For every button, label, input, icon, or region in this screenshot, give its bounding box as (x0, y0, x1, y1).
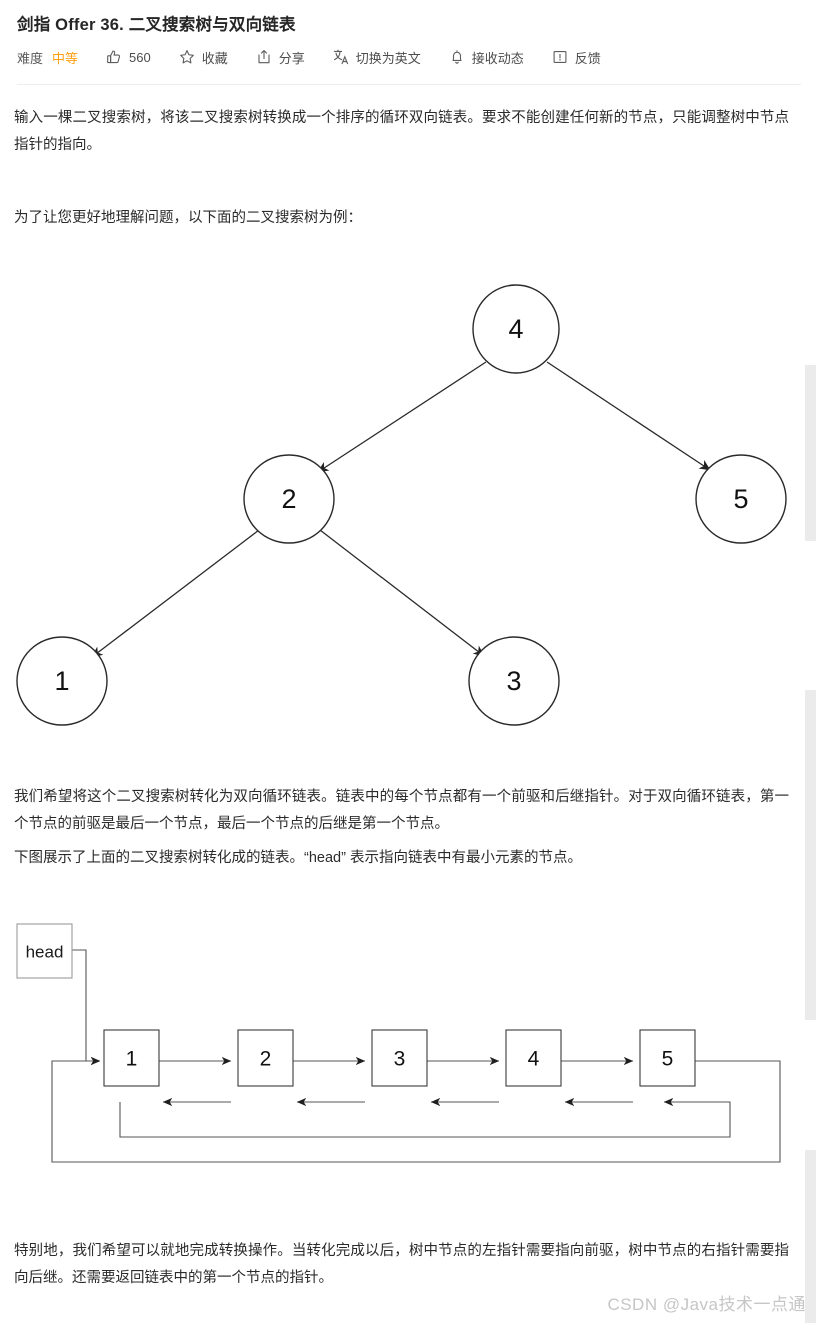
list-node-3: 3 (371, 1029, 428, 1087)
subscribe-label: 接收动态 (471, 50, 524, 66)
wrap-edge-5-to-1-next (51, 1056, 781, 1163)
share-button[interactable]: 分享 (256, 48, 305, 67)
favorite-button[interactable]: 收藏 (179, 48, 228, 67)
right-edge-strip (805, 365, 816, 541)
right-edge-strip (805, 690, 816, 1020)
tree-edge-4-to-5 (546, 361, 711, 471)
tree-node-1: 1 (16, 636, 108, 726)
share-label: 分享 (278, 50, 305, 66)
list-node-label: 5 (662, 1048, 674, 1071)
problem-toolbar: 难度 中等 560 收藏 分享 (17, 46, 601, 68)
tree-node-2: 2 (243, 454, 335, 544)
list-connectors (51, 949, 781, 1163)
tree-node-label: 3 (506, 666, 521, 696)
feedback-icon (552, 49, 568, 65)
tree-node-5: 5 (695, 454, 787, 544)
doubly-linked-list-figure: head 1 2 3 4 5 (0, 912, 800, 1182)
tree-edge-2-to-1 (91, 529, 260, 658)
share-icon (256, 49, 272, 65)
feedback-label: 反馈 (574, 50, 601, 66)
tree-node-label: 1 (54, 666, 69, 696)
list-node-5: 5 (639, 1029, 696, 1087)
tree-node-label: 2 (281, 484, 296, 514)
page-title: 剑指 Offer 36. 二叉搜索树与双向链表 (17, 16, 296, 34)
list-node-2: 2 (237, 1029, 294, 1087)
head-box: head (16, 923, 73, 979)
problem-description-paragraph-4: 下图展示了上面的二叉搜索树转化成的链表。“head” 表示指向链表中有最小元素的… (14, 850, 582, 866)
list-node-4: 4 (505, 1029, 562, 1087)
difficulty-label: 难度 (17, 50, 44, 66)
head-box-label: head (26, 943, 64, 962)
tree-edge-2-to-3 (319, 529, 485, 657)
thumbs-up-icon (106, 49, 122, 65)
problem-description-paragraph-5: 特别地，我们希望可以就地完成转换操作。当转化完成以后，树中节点的左指针需要指向前… (14, 1243, 789, 1286)
tree-node-label: 5 (733, 484, 748, 514)
list-node-1: 1 (103, 1029, 160, 1087)
translate-button[interactable]: 切换为英文 (333, 48, 421, 67)
subscribe-button[interactable]: 接收动态 (449, 48, 524, 67)
tree-node-4: 4 (472, 284, 560, 374)
header-divider (17, 84, 801, 85)
star-icon (179, 49, 195, 65)
difficulty-group: 难度 中等 (17, 48, 78, 67)
problem-description-paragraph-1: 输入一棵二叉搜索树，将该二叉搜索树转换成一个排序的循环双向链表。要求不能创建任何… (14, 110, 789, 153)
tree-node-3: 3 (468, 636, 560, 726)
binary-search-tree-figure: 4 2 5 1 3 (0, 262, 800, 762)
list-node-label: 4 (528, 1048, 540, 1071)
tree-edge-4-to-2 (317, 361, 487, 473)
problem-description-paragraph-3: 我们希望将这个二叉搜索树转化为双向循环链表。链表中的每个节点都有一个前驱和后继指… (14, 789, 789, 832)
tree-node-label: 4 (508, 314, 523, 344)
tree-nodes: 4 2 5 1 3 (16, 284, 787, 726)
list-node-label: 1 (126, 1048, 138, 1071)
translate-icon (333, 49, 349, 65)
head-pointer-edge (72, 949, 101, 1066)
difficulty-value: 中等 (52, 50, 79, 66)
list-nodes: 1 2 3 4 5 (103, 1029, 696, 1087)
watermark: CSDN @Java技术一点通 (607, 1295, 806, 1314)
right-edge-strip (805, 1150, 816, 1323)
likes-count: 560 (129, 49, 151, 65)
list-node-label: 2 (260, 1048, 272, 1071)
translate-label: 切换为英文 (355, 50, 421, 66)
list-node-label: 3 (394, 1048, 406, 1071)
bell-icon (449, 49, 465, 65)
wrap-edge-1-to-5-prev (119, 1097, 731, 1138)
tree-edges (91, 361, 711, 658)
likes-button[interactable]: 560 (106, 49, 151, 65)
feedback-button[interactable]: 反馈 (552, 48, 601, 67)
problem-description-paragraph-2: 为了让您更好地理解问题，以下面的二叉搜索树为例： (14, 210, 362, 226)
favorite-label: 收藏 (201, 50, 228, 66)
